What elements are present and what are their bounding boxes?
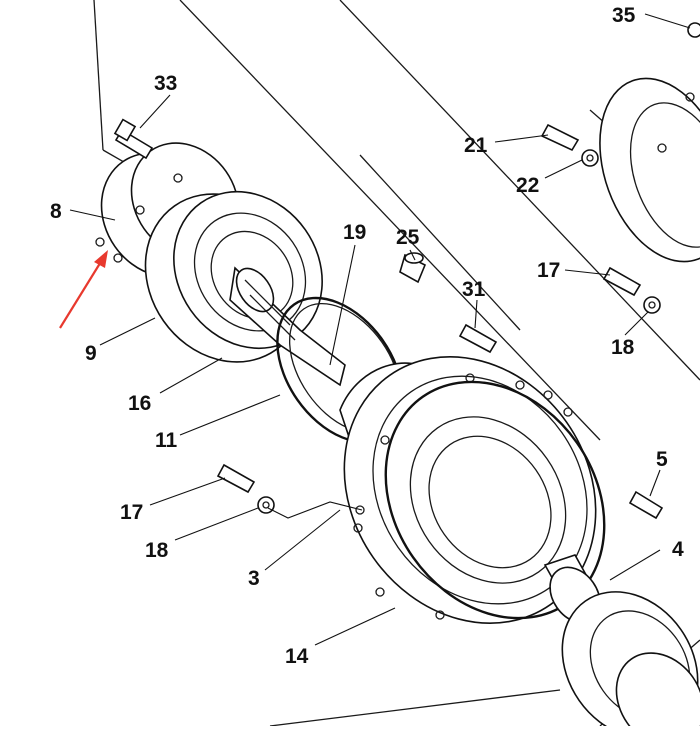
bolt-33 bbox=[113, 118, 154, 160]
callout-25: 25 bbox=[396, 226, 420, 249]
guide-lines bbox=[93, 0, 700, 727]
callout-8: 8 bbox=[50, 200, 62, 223]
splined-shaft bbox=[229, 266, 346, 387]
callout-21: 21 bbox=[464, 134, 488, 157]
callout-31: 31 bbox=[462, 278, 486, 301]
callout-33: 33 bbox=[154, 72, 177, 95]
callout-3: 3 bbox=[248, 567, 260, 590]
part-4-output bbox=[543, 554, 700, 731]
bolt-31 bbox=[458, 323, 498, 354]
red-pointer-arrow bbox=[59, 250, 108, 329]
callout-22: 22 bbox=[516, 174, 539, 197]
leader-lines bbox=[69, 13, 691, 646]
callout-4: 4 bbox=[672, 538, 684, 561]
bolt-5 bbox=[628, 490, 664, 520]
callout-14: 14 bbox=[285, 645, 309, 668]
callout-17-right: 17 bbox=[537, 259, 560, 282]
bolt-17-left bbox=[216, 463, 275, 514]
callout-18-left: 18 bbox=[145, 539, 169, 562]
callout-9: 9 bbox=[85, 342, 97, 365]
callout-18-right: 18 bbox=[611, 336, 635, 359]
bolt-17-right bbox=[602, 266, 661, 314]
bolt-25 bbox=[399, 252, 427, 284]
callout-16: 16 bbox=[128, 392, 151, 415]
callout-5: 5 bbox=[656, 448, 668, 471]
callout-35: 35 bbox=[612, 4, 636, 27]
callout-19: 19 bbox=[343, 221, 366, 244]
callout-11: 11 bbox=[155, 429, 178, 452]
callout-labels: 35 33 21 22 8 25 19 17 31 18 9 16 11 5 1… bbox=[50, 4, 684, 668]
bolt-21 bbox=[540, 123, 599, 167]
callout-17-left: 17 bbox=[120, 501, 143, 524]
part-3-housing bbox=[339, 356, 597, 624]
part-35-housing bbox=[599, 22, 700, 263]
